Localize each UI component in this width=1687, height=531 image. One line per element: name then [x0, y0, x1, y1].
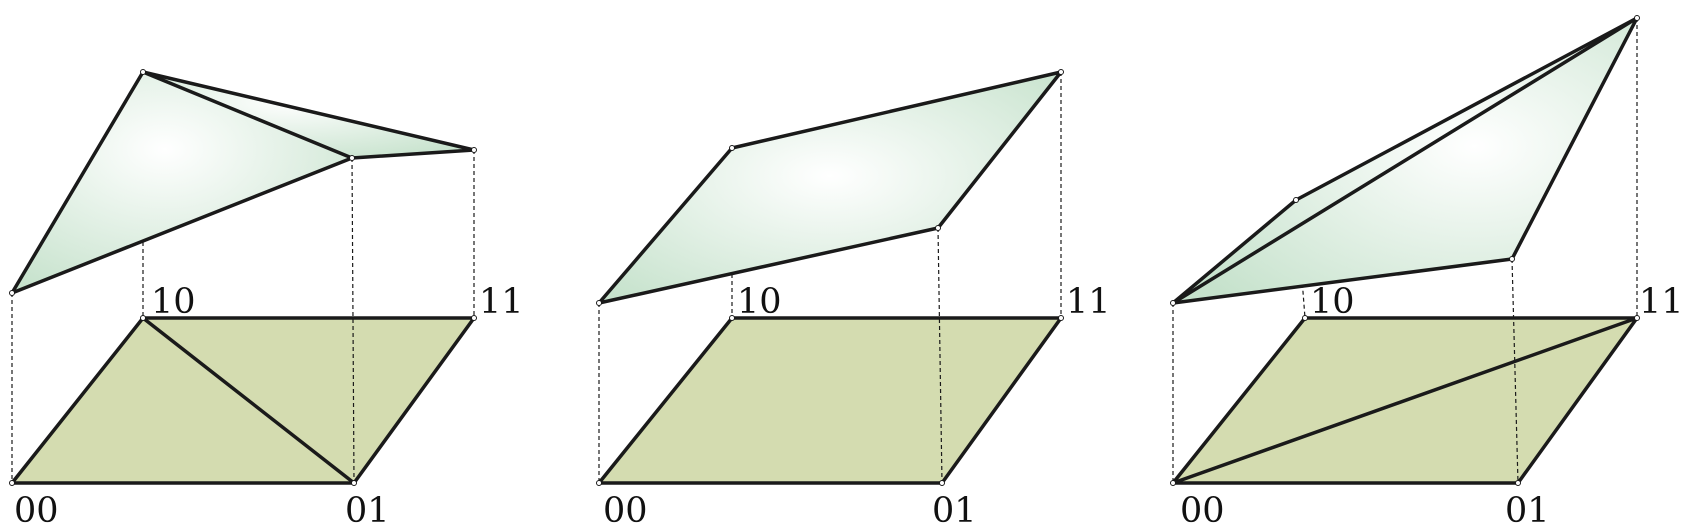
panel-2-vertices — [596, 69, 1064, 486]
panel-1: 00 01 10 11 — [9, 69, 524, 531]
panel-2-label-00: 00 — [603, 491, 648, 531]
panel-2-label-10: 10 — [737, 282, 782, 322]
panel-3-label-01: 01 — [1505, 491, 1550, 531]
panel-3: 00 01 10 11 — [1170, 15, 1684, 531]
panel-1-label-01: 01 — [345, 491, 390, 531]
panel-1-base-diagonal — [141, 316, 356, 485]
panel-2-label-01: 01 — [932, 491, 977, 531]
panel-3-label-10: 10 — [1310, 282, 1355, 322]
panel-2: 00 01 10 11 — [596, 69, 1111, 531]
panel-3-label-00: 00 — [1180, 491, 1225, 531]
panel-1-base-square — [12, 318, 474, 483]
panel-1-label-00: 00 — [14, 491, 59, 531]
panel-2-surface-quad — [599, 72, 1061, 303]
panel-1-surface-triangle-b — [143, 72, 474, 158]
panel-1-vertices — [9, 69, 477, 486]
panel-1-label-10: 10 — [151, 282, 196, 322]
panel-3-vertices — [1170, 15, 1640, 486]
panel-1-surface-triangle-a — [12, 72, 352, 293]
panel-1-projection-lines — [11, 150, 475, 484]
panel-3-base-diagonal — [1171, 316, 1639, 485]
panel-3-label-11: 11 — [1639, 282, 1684, 322]
panel-2-base-square — [599, 318, 1061, 483]
panel-1-label-11: 11 — [479, 282, 524, 322]
panel-2-label-11: 11 — [1066, 282, 1111, 322]
